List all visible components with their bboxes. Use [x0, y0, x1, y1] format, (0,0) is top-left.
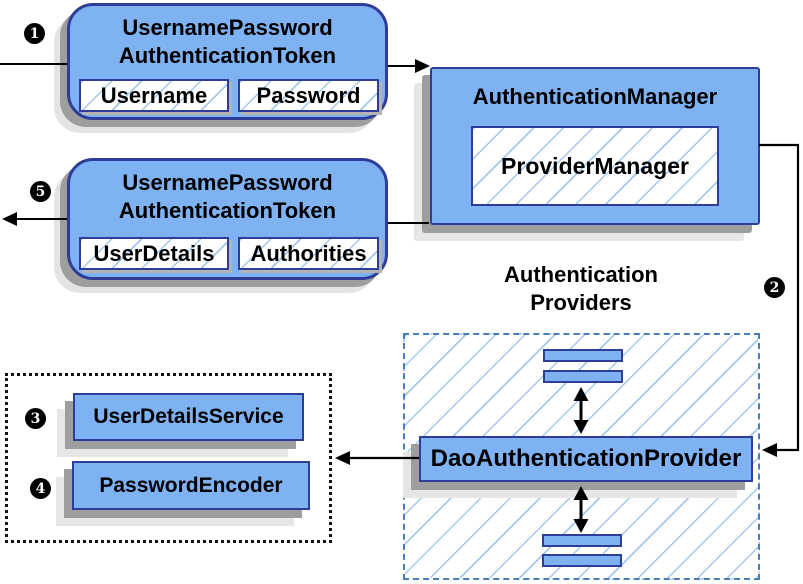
authentication-manager-box: AuthenticationManager ProviderManager: [430, 67, 760, 225]
manager-to-provider-line: [759, 143, 800, 452]
authorities-field-box: Authorities: [238, 237, 379, 270]
response-token-box: UsernamePassword AuthenticationToken Use…: [67, 158, 388, 280]
userdetails-field-label: UserDetails: [93, 240, 215, 266]
request-token-title-line2: AuthenticationToken: [118, 43, 337, 68]
request-token-box: UsernamePassword AuthenticationToken Use…: [67, 3, 388, 120]
step-3-number: 3: [30, 410, 41, 427]
arrow-left-icon: [762, 443, 777, 457]
authorities-field-label: Authorities: [250, 240, 367, 266]
password-encoder-box: PasswordEncoder: [72, 461, 310, 510]
step-2-badge: 2: [764, 277, 785, 298]
step-4-number: 4: [35, 480, 46, 497]
password-field-box: Password: [238, 79, 379, 112]
step-1-badge: 1: [24, 23, 45, 44]
request-token-title-line1: UsernamePassword: [122, 15, 333, 40]
arrow-right-icon: [415, 59, 430, 73]
provider-bar-icon: [542, 554, 622, 567]
username-field-label: Username: [100, 82, 208, 108]
arrow-left-icon: [335, 451, 350, 465]
password-field-label: Password: [256, 82, 361, 108]
authentication-manager-title: AuthenticationManager: [472, 84, 718, 109]
providers-title-line2: Providers: [530, 290, 632, 315]
provider-manager-box: ProviderManager: [471, 126, 719, 206]
step-5-number: 5: [35, 183, 46, 200]
response-token-title-line2: AuthenticationToken: [118, 198, 337, 223]
userdetails-field-box: UserDetails: [79, 237, 229, 270]
response-token-title: UsernamePassword AuthenticationToken: [70, 161, 385, 225]
user-details-service-box: UserDetailsService: [73, 393, 304, 441]
provider-bar-icon: [542, 534, 622, 547]
step-3-badge: 3: [25, 408, 46, 429]
dao-authentication-provider-label: DaoAuthenticationProvider: [430, 445, 742, 472]
providers-title-line1: Authentication: [504, 262, 658, 287]
provider-bar-icon: [543, 370, 623, 383]
arrow-left-icon: [2, 212, 17, 226]
dao-authentication-provider-box: DaoAuthenticationProvider: [419, 436, 753, 482]
step-4-badge: 4: [30, 478, 51, 499]
step-2-number: 2: [769, 279, 780, 296]
services-container: [5, 373, 332, 543]
providers-group-title: Authentication Providers: [471, 261, 691, 317]
response-token-title-line1: UsernamePassword: [122, 170, 333, 195]
request-token-title: UsernamePassword AuthenticationToken: [70, 6, 385, 70]
password-encoder-label: PasswordEncoder: [99, 473, 283, 497]
step-5-badge: 5: [30, 181, 51, 202]
step-1-number: 1: [29, 25, 40, 42]
user-details-service-label: UserDetailsService: [93, 405, 284, 428]
provider-bar-icon: [543, 349, 623, 362]
provider-manager-label: ProviderManager: [501, 152, 689, 179]
username-field-box: Username: [79, 79, 229, 112]
